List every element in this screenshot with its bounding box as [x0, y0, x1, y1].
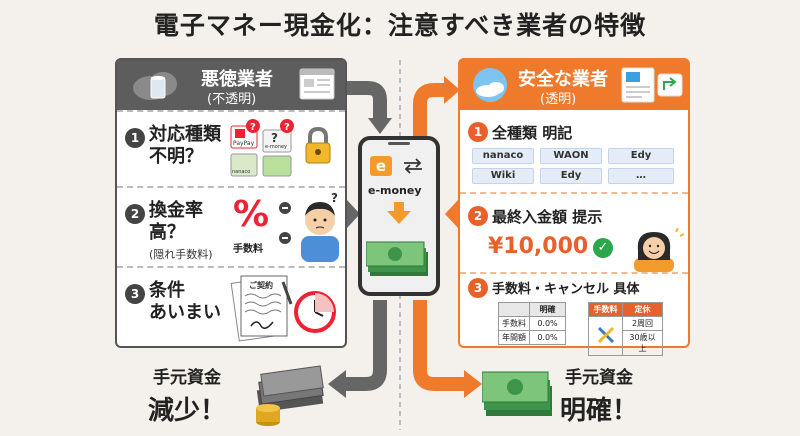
bad-vendor-panel: 悪徳業者 (不透明) 1 対応種類 不明？ PayPay e-money ? n… — [115, 58, 347, 348]
tools-icon-cell — [588, 316, 623, 356]
safe-item-1-number: 1 — [468, 122, 488, 142]
chip-more: … — [608, 168, 674, 184]
bad-item-2-number: 2 — [125, 204, 145, 224]
browser-window-icon — [299, 68, 335, 100]
safe-item-1-label: 全種類 明記 — [492, 124, 573, 142]
safe-item-3-label: 手数料・キャンセル 具体 — [492, 282, 640, 297]
fee-table-header-2: 明確 — [529, 302, 566, 317]
chip-edy-2: Edy — [540, 168, 602, 184]
fee-table-cell: 手数料 — [498, 316, 530, 331]
happy-person-icon — [634, 228, 684, 272]
tools-icon — [597, 326, 614, 344]
cash-stack-icon — [366, 241, 428, 276]
phone-notch — [388, 142, 410, 145]
check-icon: ✓ — [593, 238, 613, 258]
bottom-right-line1: 手元資金 — [565, 368, 633, 388]
bad-item-3-line1: 条件 — [149, 280, 185, 301]
bottom-right-result: 手元資金 明確！ — [560, 363, 638, 427]
cloud-cup-icon — [133, 72, 177, 100]
page-title: 電子マネー現金化：注意すべき業者の特徴 — [153, 11, 647, 40]
bad-item-2-sub: (隠れ手数料) — [149, 248, 213, 261]
cash-bundle-icon — [482, 371, 552, 416]
shrinking-money-icon — [256, 365, 324, 426]
fee-table-cell: 年間額 — [498, 330, 530, 345]
svg-text:?: ? — [271, 131, 278, 145]
emoney-label: e-money — [368, 184, 422, 197]
bad-vendor-title: 悪徳業者 — [201, 69, 273, 90]
safe-vendor-panel: 安全な業者 (透明) 1 全種類 明記 nanaco WAON Edy Wiki… — [458, 58, 690, 356]
safe-vendor-title: 安全な業者 — [518, 69, 608, 90]
sun-icon — [473, 68, 507, 102]
final-amount: ¥10,000 — [488, 234, 589, 259]
safe-item-3-number: 3 — [468, 278, 488, 298]
chip-wiki: Wiki — [472, 168, 534, 184]
bad-item-1-line2: 不明？ — [149, 146, 203, 167]
contract-label: ご契約 — [249, 280, 273, 290]
payment-cards-icon: PayPay e-money ? nanaco ? ? — [230, 119, 294, 177]
bottom-right-line2: 明確！ — [560, 396, 639, 426]
bad-item-3: 3 条件 あいまい ご契約 — [117, 266, 345, 346]
bad-item-1-number: 1 — [125, 128, 145, 148]
chip-nanaco: nanaco — [472, 148, 534, 164]
chip-edy: Edy — [608, 148, 674, 164]
bad-item-2-line1: 換金率 — [149, 200, 203, 221]
contract-documents-icon: ご契約 — [230, 275, 336, 342]
bottom-left-line1: 手元資金 — [153, 368, 221, 388]
fee-table-cell: 0.0% — [529, 316, 566, 331]
bad-item-2: 2 換金率 高？ (隠れ手数料) % 手数料 ? — [117, 186, 345, 266]
percent-icon: % — [233, 194, 270, 235]
safe-item-2-label: 最終入金額 提示 — [492, 208, 603, 226]
card-nanaco: nanaco — [232, 169, 250, 175]
smartphone: e e-money — [358, 136, 440, 296]
cancel-table-cell: 2周回 — [622, 316, 663, 331]
cancel-table-header-1: 手数料 — [588, 302, 623, 317]
card-paypay: PayPay — [233, 140, 255, 147]
bad-item-1: 1 対応種類 不明？ PayPay e-money ? nanaco ? ? — [117, 110, 345, 186]
safe-item-2-number: 2 — [468, 206, 488, 226]
svg-text:?: ? — [250, 122, 256, 133]
chip-waon: WAON — [540, 148, 602, 164]
lock-icon — [305, 126, 331, 164]
bad-item-3-line2: あいまい — [149, 302, 221, 323]
confused-person-icon: ? — [301, 192, 339, 262]
minus-icon — [279, 202, 291, 214]
safe-vendor-subtitle: (透明) — [540, 92, 577, 107]
bottom-left-line2: 減少！ — [148, 396, 227, 426]
safe-item-3: 3 手数料・キャンセル 具体 明確 手数料 0.0% 年間額 0.0% 手数料 … — [460, 272, 688, 356]
fee-table-cell: 0.0% — [529, 330, 566, 345]
bad-vendor-header: 悪徳業者 (不透明) — [117, 60, 345, 110]
down-arrow-icon — [387, 202, 411, 224]
safe-item-1: 1 全種類 明記 nanaco WAON Edy Wiki Edy … — [460, 110, 688, 190]
emoney-logo: e — [370, 156, 392, 176]
bad-vendor-subtitle: (不透明) — [207, 92, 257, 107]
cancel-table-header-2: 定休 — [622, 302, 663, 317]
payment-doc-icon — [621, 67, 683, 103]
safe-vendor-header: 安全な業者 (透明) — [460, 60, 688, 110]
bottom-left-result: 手元資金 減少！ — [148, 363, 226, 427]
bad-item-3-number: 3 — [125, 284, 145, 304]
svg-text:?: ? — [331, 192, 338, 205]
bad-item-1-line1: 対応種類 — [149, 124, 221, 145]
card-emoney: e-money — [265, 144, 287, 150]
fee-table: 明確 手数料 0.0% 年間額 0.0% — [498, 302, 566, 345]
fee-table-header-1 — [498, 302, 530, 317]
bad-item-2-line2: 高？ — [149, 222, 185, 243]
safe-item-2: 2 最終入金額 提示 ¥10,000 ✓ — [460, 192, 688, 272]
fee-label: 手数料 — [233, 244, 263, 255]
cancel-table-cell: 30歳以上 — [622, 330, 663, 356]
svg-text:?: ? — [284, 122, 290, 133]
minus-icon-2 — [279, 232, 291, 244]
cancel-table: 手数料 定休 2周回 30歳以上 — [588, 302, 663, 356]
exchange-icon — [404, 158, 422, 174]
